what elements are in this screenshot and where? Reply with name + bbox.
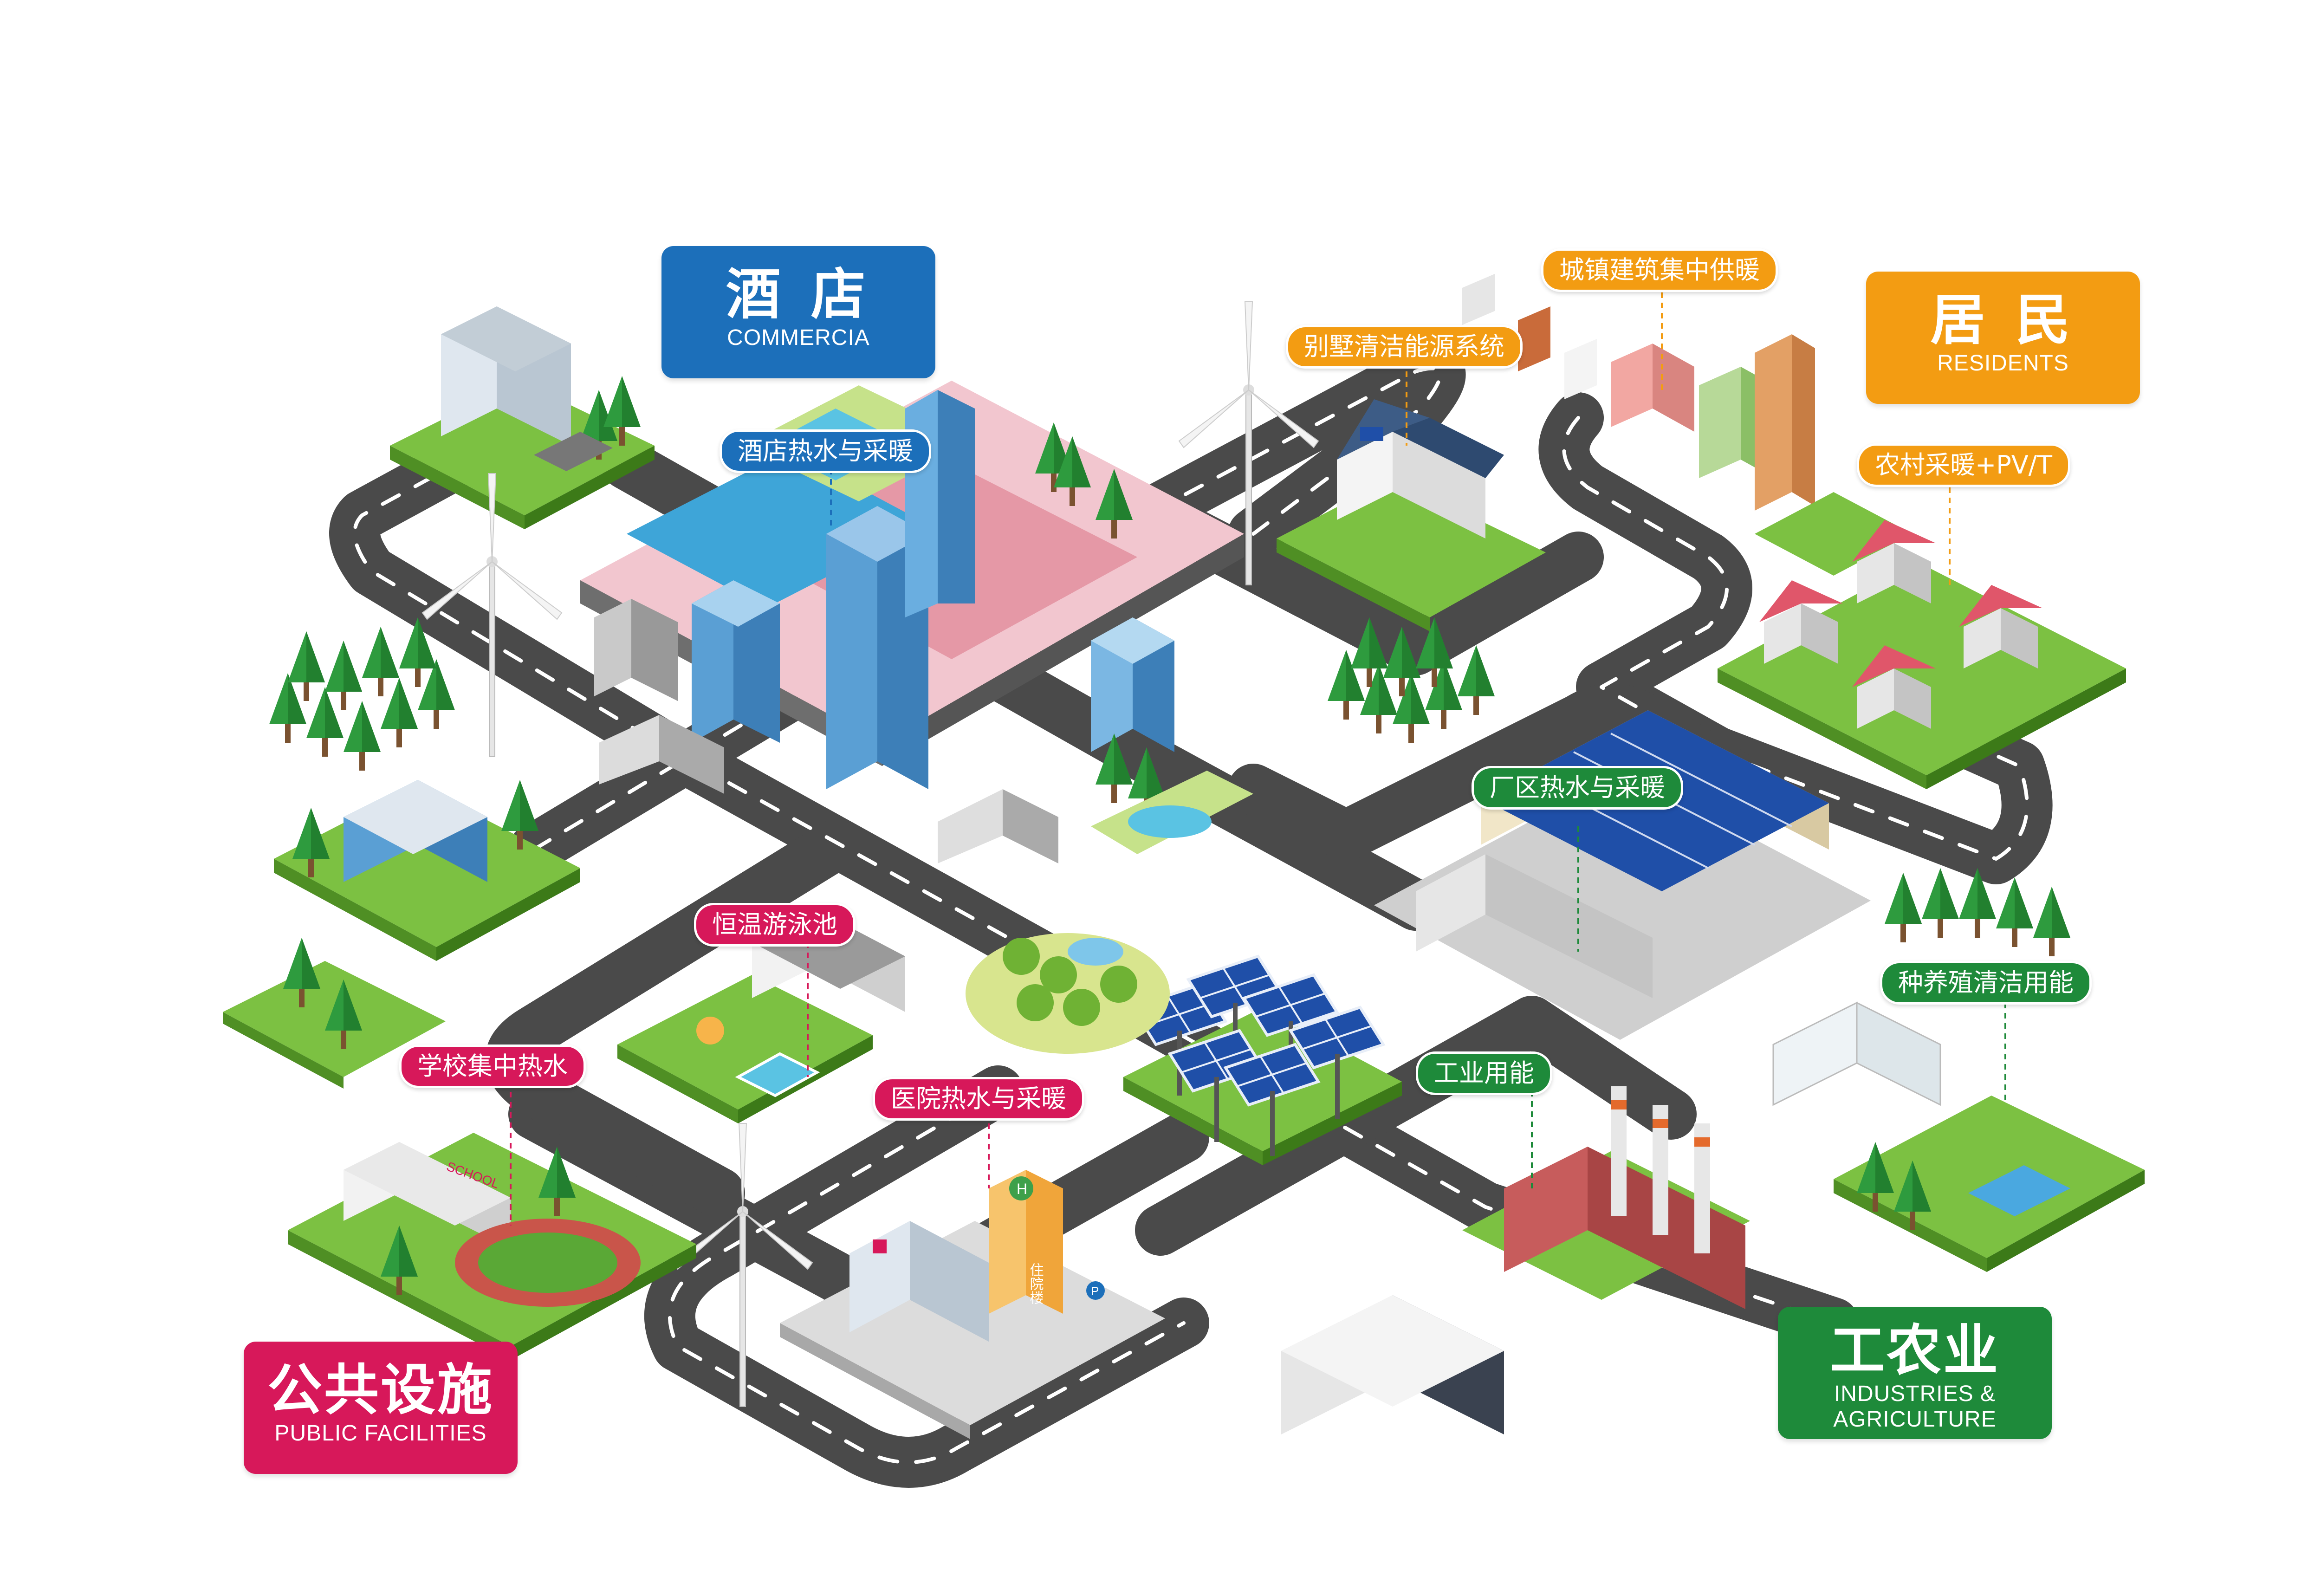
category-industry-subtitle-2: AGRICULTURE — [1833, 1407, 1997, 1432]
label-constant-temp-pool: 恒温游泳池 — [694, 903, 856, 947]
round-park — [966, 933, 1170, 1054]
label-connectors — [510, 292, 2006, 1226]
category-residents-title: 居 民 — [1930, 288, 2076, 352]
category-public-facilities: 公共设施 PUBLIC FACILITIES — [244, 1342, 518, 1474]
label-hotel-hot-water: 酒店热水与采暖 — [720, 429, 931, 473]
office-tower-3 — [1091, 617, 1174, 752]
low-building-group — [594, 599, 1058, 863]
industrial-plant — [1281, 1086, 1750, 1434]
solar-farm — [1123, 956, 1402, 1165]
category-public-subtitle: PUBLIC FACILITIES — [274, 1421, 487, 1446]
category-residents: 居 民 RESIDENTS — [1866, 272, 2140, 404]
office-campus-left — [274, 780, 580, 961]
category-hotel-subtitle: COMMERCIA — [727, 325, 870, 350]
label-villa-clean-energy: 别墅清洁能源系统 — [1286, 325, 1523, 369]
forest-left — [269, 617, 455, 771]
label-farming-clean-energy: 种养殖清洁用能 — [1880, 961, 2092, 1005]
category-hotel-title: 酒 店 — [726, 262, 871, 326]
skyscraper-tower — [826, 506, 928, 789]
category-hotel: 酒 店 COMMERCIA — [661, 246, 935, 378]
office-tower-1 — [692, 580, 780, 743]
category-public-title: 公共设施 — [267, 1358, 494, 1422]
hospital: 住院楼 H P — [780, 1170, 1165, 1439]
helipad-sign: H — [1017, 1181, 1027, 1197]
parking-sign: P — [1091, 1284, 1099, 1298]
park-small-left — [223, 938, 446, 1089]
farm — [1772, 868, 2145, 1272]
category-industry-subtitle-1: INDUSTRIES & — [1834, 1381, 1996, 1406]
category-residents-subtitle: RESIDENTS — [1937, 350, 2069, 376]
label-industrial-energy: 工业用能 — [1416, 1051, 1552, 1095]
label-factory-hot-water: 厂区热水与采暖 — [1472, 766, 1683, 810]
category-industry-agriculture: 工农业 INDUSTRIES & AGRICULTURE — [1778, 1307, 2052, 1439]
school-campus: SCHOOL — [288, 1133, 696, 1360]
hospital-tower-sign: 住院楼 — [1027, 1263, 1044, 1304]
category-industry-title: 工农业 — [1829, 1318, 2000, 1382]
label-rural-heat-pvt: 农村采暖+PV/T — [1857, 443, 2070, 487]
apartment-block-topleft — [390, 306, 655, 529]
label-hospital-hot-water: 医院热水与采暖 — [873, 1077, 1084, 1121]
office-tower-2 — [905, 390, 975, 617]
commercial-district — [580, 381, 1253, 863]
smokestacks — [1611, 1086, 1710, 1253]
label-town-central-heat: 城镇建筑集中供暖 — [1541, 248, 1778, 292]
rural-houses — [1718, 520, 2126, 789]
villa — [1277, 399, 1546, 631]
label-school-hot-water: 学校集中热水 — [399, 1045, 586, 1088]
